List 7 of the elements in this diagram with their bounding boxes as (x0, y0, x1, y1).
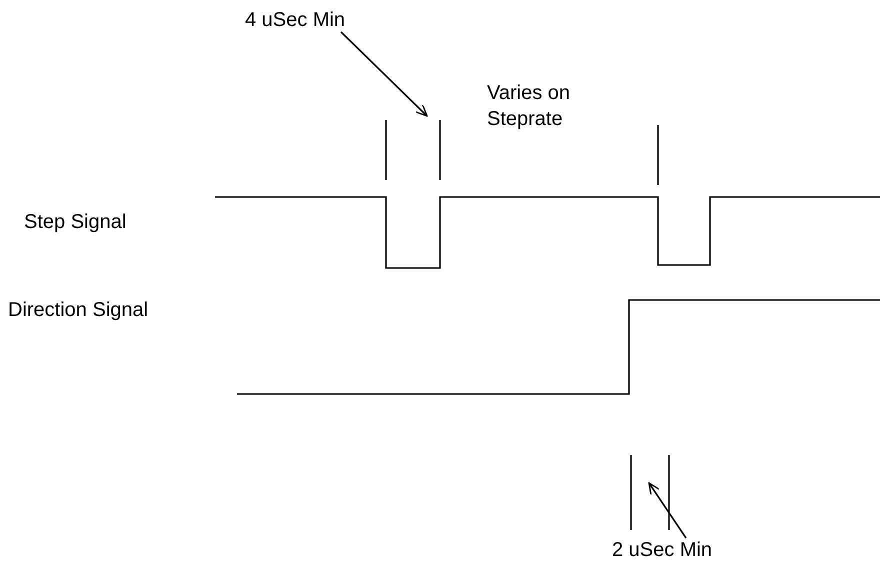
timing-annotation: 4 uSec Min (245, 8, 346, 32)
timing-annotation: 2 uSec Min (612, 538, 712, 562)
leader-line (340, 31, 428, 117)
signal-label: Step Signal (24, 210, 126, 234)
timing-annotation: Varies on Steprate (487, 81, 572, 132)
leader-line (648, 482, 687, 538)
signal-label: Direction Signal (8, 298, 148, 322)
